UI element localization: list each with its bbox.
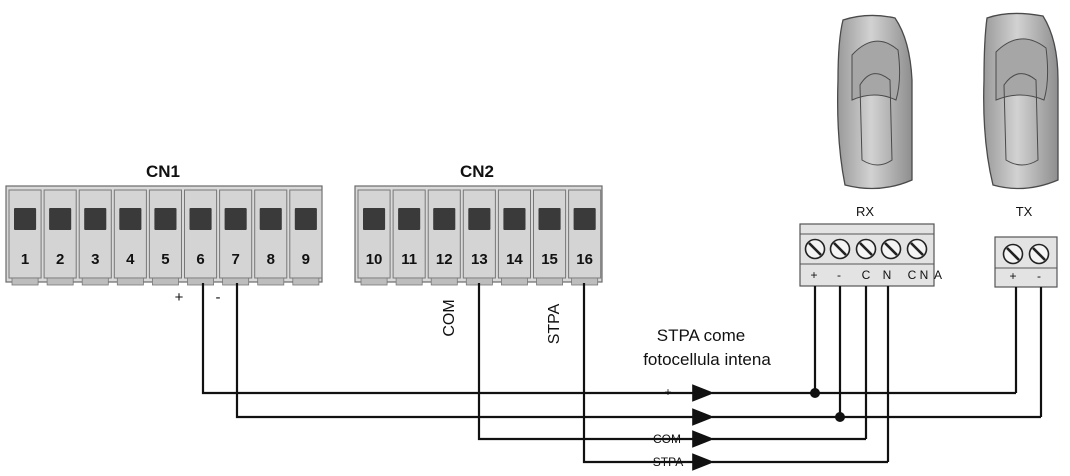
- rx-photocell: [836, 14, 913, 190]
- bus-label-minus: -: [666, 409, 670, 423]
- cn2-terminal-14: 14: [497, 189, 531, 286]
- rx-terminal-label: +: [810, 268, 817, 282]
- tx-terminal-label: +: [1009, 269, 1016, 283]
- cn2-terminal-12: 12: [427, 189, 461, 286]
- cn2-terminal-16: 16: [568, 189, 602, 286]
- wire-stpa: [582, 283, 697, 464]
- wire-plus: [201, 283, 697, 395]
- cn2-terminal-block: 10 11 12 13 14 15 16: [354, 185, 603, 286]
- cn1-terminal-number: 1: [21, 251, 29, 268]
- caption-line-2: fotocellula intena: [643, 350, 771, 369]
- rx-terminal-label: A: [934, 268, 942, 282]
- cn1-terminal-number: 6: [196, 251, 204, 268]
- wire-com: [477, 283, 697, 441]
- cn2-terminal-number: 13: [471, 251, 488, 268]
- cn1-terminal-number: 3: [91, 251, 99, 268]
- rx-terminal-label: N: [883, 268, 892, 282]
- cn1-terminal-number: 7: [231, 251, 239, 268]
- cn1-terminal-5: 5: [148, 189, 182, 286]
- rx-screw-3: [855, 238, 877, 260]
- rx-screw-5: [906, 238, 928, 260]
- rx-screw-2: [829, 238, 851, 260]
- cn2-terminal-number: 12: [436, 251, 453, 268]
- rx-title: RX: [856, 204, 874, 219]
- cn1-terminal-4: 4: [113, 189, 147, 286]
- cn1-terminal-number: 4: [126, 251, 135, 268]
- rx-screw-1: [804, 238, 826, 260]
- cn2-terminal-10: 10: [357, 189, 391, 286]
- cn2-terminal-number: 14: [506, 251, 523, 268]
- cn1-terminal-number: 5: [161, 251, 169, 268]
- tx-photocell: [983, 12, 1059, 190]
- bus-label-plus: +: [664, 385, 671, 399]
- cn1-terminal-8: 8: [254, 189, 288, 286]
- tx-terminal-block: [994, 236, 1058, 288]
- tx-screw-2: [1028, 243, 1050, 265]
- cn1-terminal-7: 7: [219, 189, 253, 286]
- wire-minus: [235, 283, 697, 419]
- rx-terminal-label: -: [837, 268, 841, 282]
- cn2-terminal-11: 11: [392, 189, 426, 286]
- cn2-title: CN2: [460, 162, 494, 181]
- cn1-terminal-6: 6: [184, 189, 218, 286]
- cn1-terminal-number: 8: [267, 251, 275, 268]
- cn2-com-label: COM: [441, 299, 458, 336]
- tx-terminal-label: -: [1037, 269, 1041, 283]
- cn2-terminal-13: 13: [462, 189, 496, 286]
- tx-screw-1: [1002, 243, 1024, 265]
- cn1-minus-label: -: [216, 289, 221, 306]
- cn1-plus-label: +: [175, 289, 184, 306]
- cn2-terminal-number: 10: [366, 251, 383, 268]
- bus-label-com: COM: [653, 432, 681, 446]
- rx-terminal-block: [799, 223, 935, 287]
- cn2-terminal-number: 15: [541, 251, 558, 268]
- cn2-terminal-15: 15: [533, 189, 567, 286]
- cn1-terminal-2: 2: [43, 189, 77, 286]
- rx-terminal-label: C: [908, 268, 917, 282]
- caption-line-1: STPA come: [657, 326, 746, 345]
- rx-terminal-label: C: [862, 268, 871, 282]
- cn1-terminal-9: 9: [289, 189, 323, 286]
- cn2-terminal-number: 16: [576, 251, 593, 268]
- rx-terminal-label: N: [920, 268, 929, 282]
- cn2-terminal-number: 11: [401, 251, 417, 268]
- junction-minus: [835, 412, 845, 422]
- cn1-terminal-number: 2: [56, 251, 64, 268]
- cn1-terminal-1: 1: [8, 189, 42, 286]
- cn1-terminal-3: 3: [78, 189, 112, 286]
- cn2-stpa-label: STPA: [546, 303, 563, 344]
- junction-plus: [810, 388, 820, 398]
- cn1-terminal-number: 9: [302, 251, 310, 268]
- cn1-title: CN1: [146, 162, 180, 181]
- rx-screw-4: [880, 238, 902, 260]
- cn1-terminal-block: 1 2 3 4 5 6 7 8 9: [5, 185, 323, 286]
- bus-label-stpa: STPA: [653, 455, 683, 469]
- wiring: [201, 283, 1043, 471]
- tx-title: TX: [1016, 204, 1033, 219]
